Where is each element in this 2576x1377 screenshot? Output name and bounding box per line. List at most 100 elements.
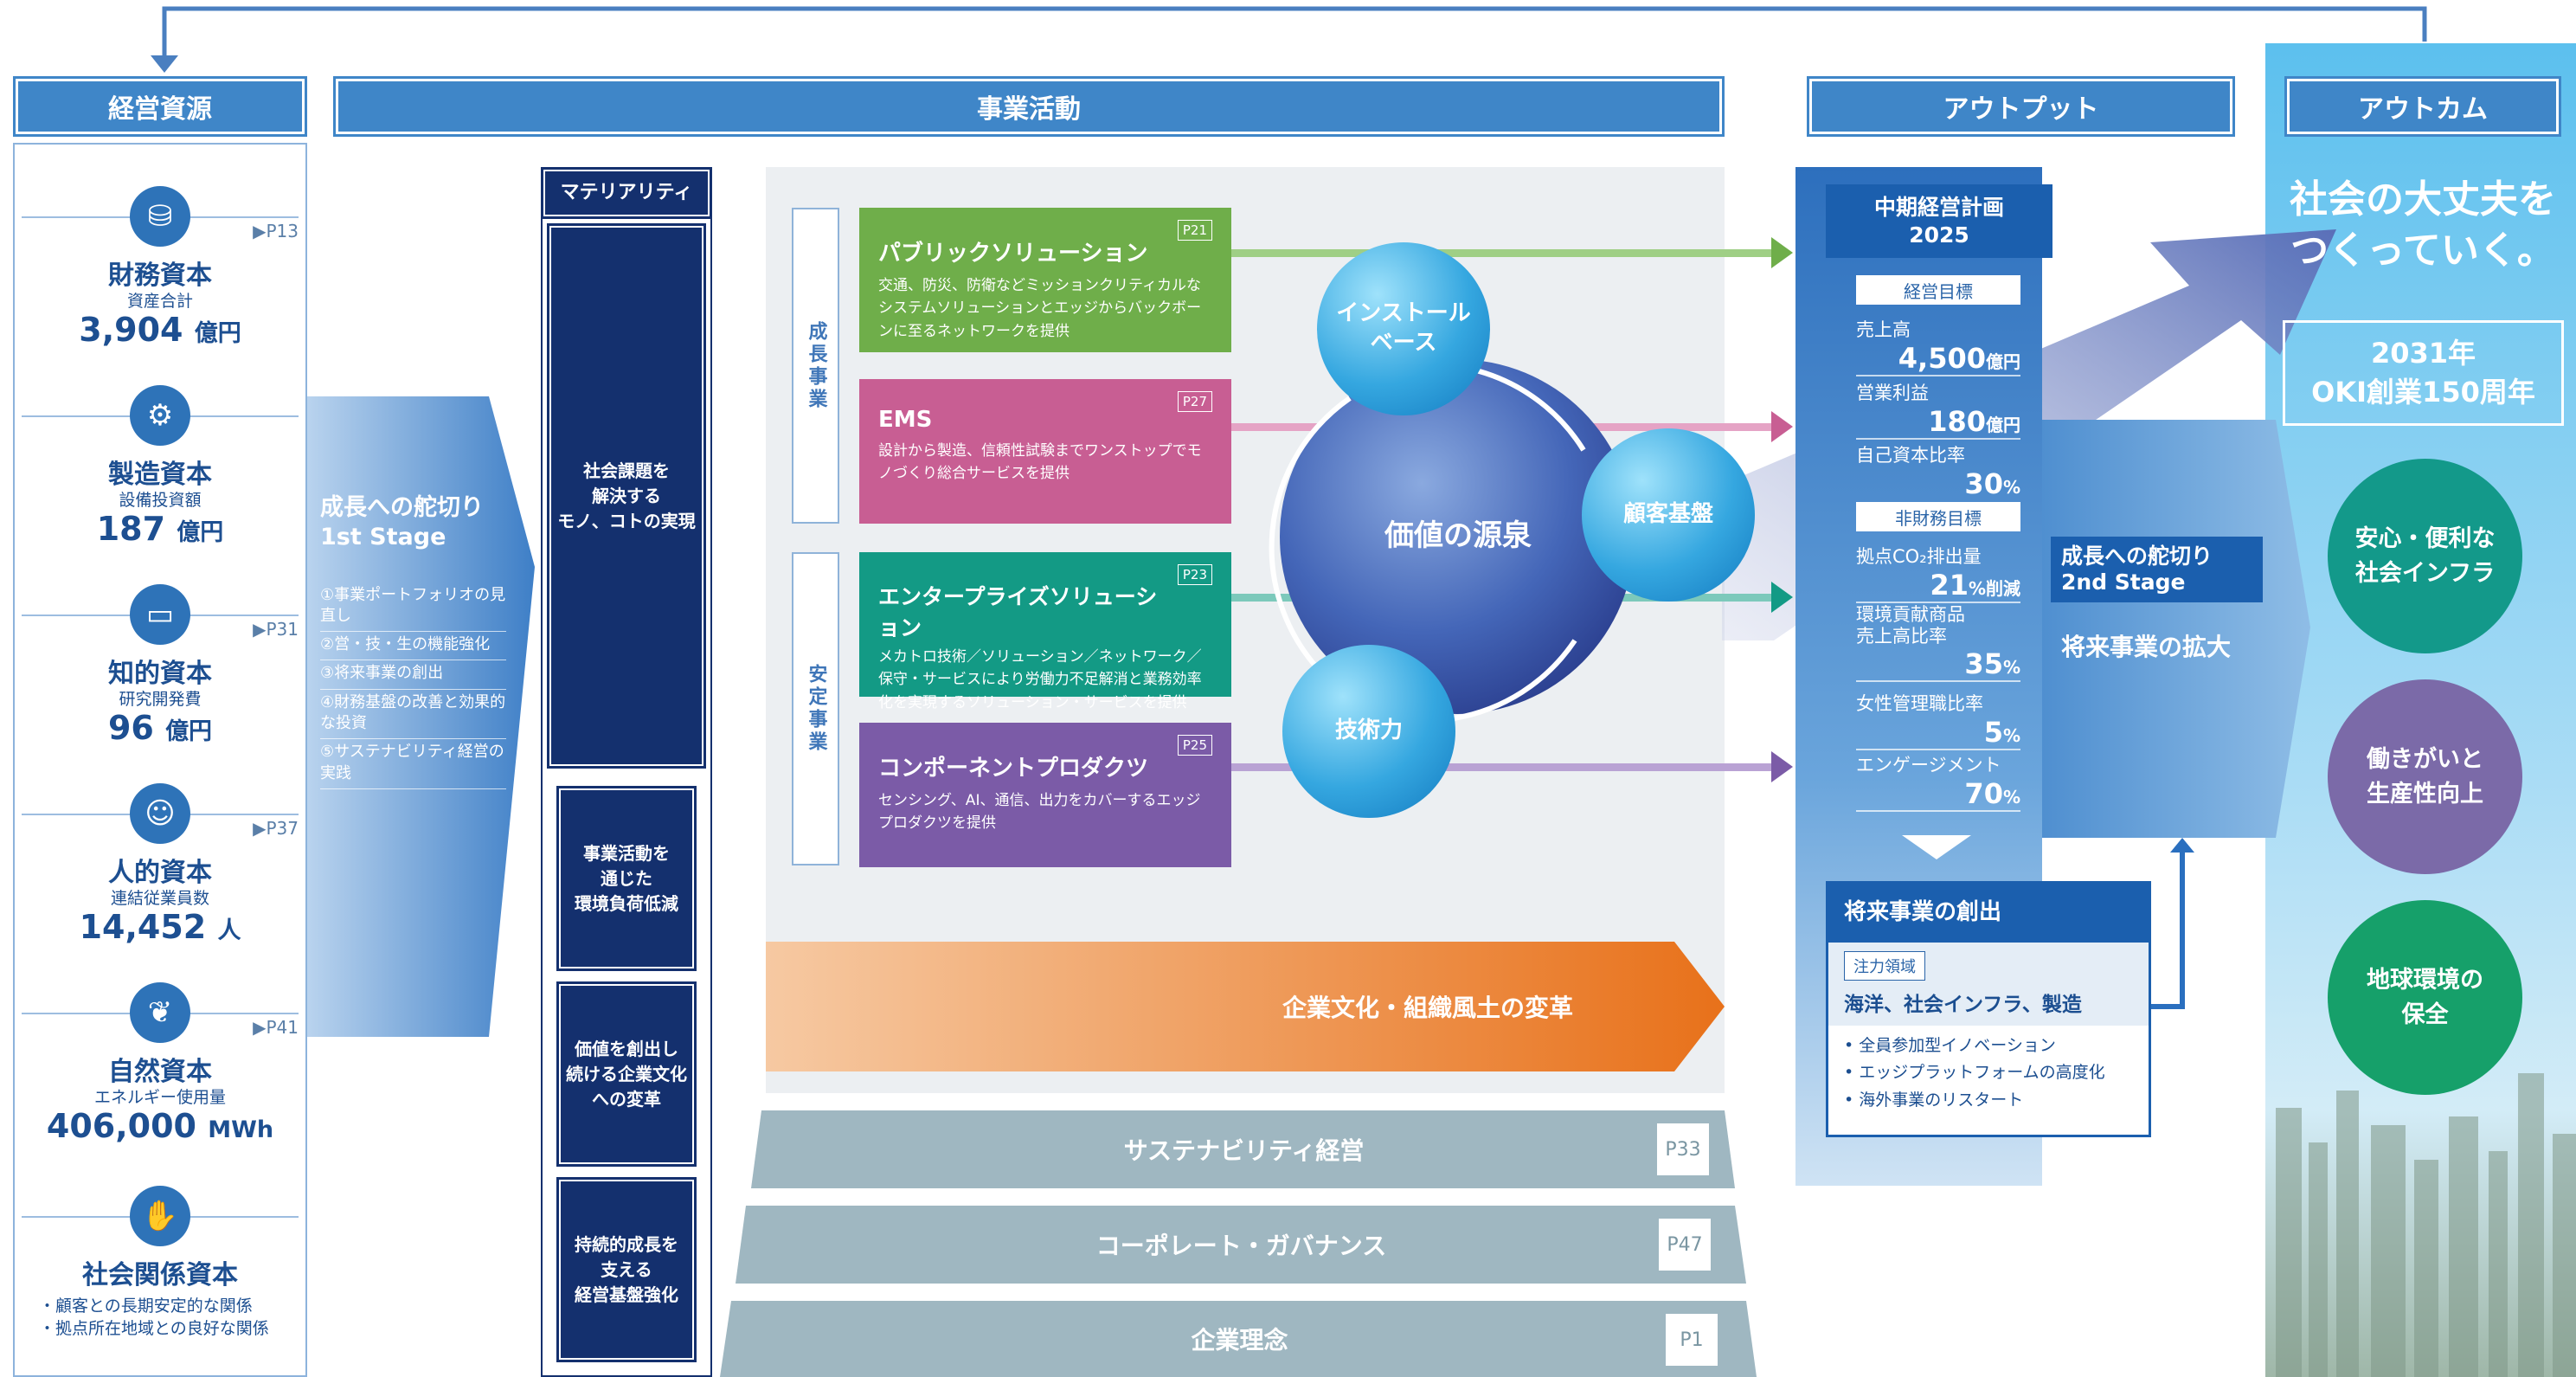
kpi-unit: % (2002, 477, 2020, 498)
business-desc: 設計から製造、信頼性試験までワンストップでモノづくり総合サービスを提供 (878, 442, 1202, 483)
business-card-component: コンポーネントプロダクツ P25 センシング、AI、通信、出力をカバーするエッジ… (859, 723, 1231, 867)
foundation-sustainability: サステナビリティ経営 P33 (761, 1110, 1726, 1188)
bubble-technology: 技術力 (1282, 645, 1455, 818)
page-ref[interactable]: P25 (1177, 735, 1212, 756)
outcome-anniversary: 2031年 OKI創業150周年 (2283, 320, 2564, 426)
kpi-number: 4,500 (1898, 342, 1986, 375)
kpi-label: 売上高 (1856, 319, 1911, 340)
kpi-value: 180億円 (1856, 405, 2020, 438)
resource-name: 人的資本 (108, 858, 212, 888)
page-ref[interactable]: ▶P37 (253, 818, 299, 839)
future-business-panel: 将来事業の創出 注力領域 海洋、社会インフラ、製造 • 全員参加型イノベーション… (1826, 881, 2151, 1137)
foundation-philosophy: 企業理念 P1 (731, 1301, 1748, 1377)
resource-metric-label: 資産合計 (126, 292, 193, 311)
foundation-label: コーポレート・ガバナンス (1095, 1232, 1387, 1260)
monitor-icon: ▭ (130, 584, 190, 645)
resource-unit: 億円 (177, 519, 224, 546)
page-ref[interactable]: ▶P41 (253, 1017, 299, 1038)
foundation-governance: コーポレート・ガバナンス P47 (746, 1206, 1737, 1284)
kpi-label: 環境貢献商品 売上高比率 (1856, 604, 1965, 647)
business-title: エンタープライズソリューション (878, 584, 1158, 640)
resource-value: 3,904 億円 (13, 311, 307, 349)
page-ref[interactable]: P1 (1666, 1314, 1718, 1366)
kpi-value: 4,500億円 (1856, 342, 2020, 375)
future-item: • 全員参加型イノベーション (1844, 1036, 2056, 1055)
separator-line (1856, 438, 2020, 440)
outcome-environment: 地球環境の 保全 (2328, 900, 2522, 1095)
second-stage-title-line2: 2nd Stage (2061, 569, 2186, 595)
kpi-number: 70 (1964, 777, 2003, 810)
kpi-eco-products: 環境貢献商品 売上高比率 35% (1856, 604, 2020, 683)
separator-line (1856, 680, 2020, 683)
first-stage: 成長への舵切り 1st Stage ①事業ポートフォリオの見直し ②営・技・生の… (320, 493, 506, 789)
handshake-icon: ✋ (130, 1186, 190, 1246)
second-stage: 成長への舵切り 2nd Stage 将来事業の拡大 (2051, 537, 2263, 663)
separator-line (1856, 749, 2020, 750)
page-ref[interactable]: P33 (1657, 1123, 1709, 1175)
kpi-unit: % (2002, 657, 2020, 679)
bubble-install-base: インストール ベース (1317, 242, 1490, 415)
first-stage-item: ⑤サステナビリティ経営の実践 (320, 739, 506, 789)
kpi-value: 5% (1856, 716, 2020, 749)
resource-metric-label: 連結従業員数 (110, 889, 209, 908)
kpi-value: 21%削減 (1856, 569, 2020, 602)
kpi-value: 70% (1856, 777, 2020, 810)
kpi-label: 営業利益 (1856, 383, 1929, 403)
social-capital-item: ・顧客との長期安定的な関係 (39, 1297, 253, 1316)
resource-metric-label: 研究開発費 (119, 690, 202, 709)
kpi-number: 180 (1928, 405, 1986, 438)
kpi-value: 35% (1856, 647, 2020, 680)
business-desc: メカトロ技術／ソリューション／ネットワーク／保守・サービスにより労働力不足解消と… (878, 648, 1202, 711)
kpi-number: 30 (1964, 467, 2003, 500)
header-activities: 事業活動 (333, 76, 1725, 137)
resource-metric-label: 設備投資額 (119, 491, 202, 510)
separator-line (1856, 602, 2020, 603)
page-ref[interactable]: ▶P13 (253, 221, 299, 241)
business-title: EMS (878, 407, 933, 433)
page-ref[interactable]: P27 (1177, 391, 1212, 412)
materiality-item-2: 事業活動を 通じた 環境負荷低減 (556, 786, 697, 971)
separator-line (1856, 810, 2020, 812)
culture-label: 企業文化・組織風土の変革 (1282, 994, 1573, 1022)
resource-number: 406,000 (46, 1107, 196, 1145)
leaf-icon: ❦ (130, 982, 190, 1043)
business-title: パブリックソリューション (878, 241, 1148, 267)
page-ref[interactable]: ▶P31 (253, 619, 299, 640)
kpi-unit: % (2002, 725, 2020, 746)
kpi-number: 21 (1930, 569, 1969, 602)
resource-value: 96 億円 (13, 709, 307, 747)
outcome-slogan: 社会の大丈夫を つくっていく。 (2290, 177, 2556, 273)
social-capital-item: ・拠点所在地域との良好な関係 (39, 1319, 269, 1338)
kpi-number: 5 (1983, 716, 2003, 749)
business-desc: センシング、AI、通信、出力をカバーするエッジプロダクツを提供 (878, 792, 1201, 833)
first-stage-title: 成長への舵切り 1st Stage (320, 493, 506, 552)
resource-name: 知的資本 (108, 659, 212, 689)
resource-number: 96 (107, 709, 154, 747)
business-title: コンポーネントプロダクツ (878, 756, 1149, 782)
page-ref[interactable]: P21 (1177, 220, 1212, 241)
kpi-operating-profit: 営業利益 180億円 (1856, 379, 2020, 440)
page-ref[interactable]: P23 (1177, 564, 1212, 585)
first-stage-item: ②営・技・生の機能強化 (320, 632, 506, 661)
kpi-value: 30% (1856, 467, 2020, 500)
social-capital-name: 社会関係資本 (82, 1260, 238, 1290)
resource-metric-label: エネルギー使用量 (93, 1088, 226, 1107)
second-stage-title-line1: 成長への舵切り (2061, 544, 2213, 569)
bubble-customer-base: 顧客基盤 (1582, 428, 1755, 602)
future-item: • 海外事業のリスタート (1844, 1090, 2024, 1110)
first-stage-item: ④財務基盤の改善と効果的な投資 (320, 690, 506, 740)
foundation-label: サステナビリティ経営 (1123, 1136, 1365, 1165)
header-outcome: アウトカム (2284, 76, 2561, 137)
kpi-unit: % (2002, 787, 2020, 808)
first-stage-item: ③将来事業の創出 (320, 660, 506, 690)
page-ref[interactable]: P47 (1659, 1219, 1711, 1271)
kpi-label: 自己資本比率 (1856, 445, 1965, 466)
focus-label: 注力領域 (1844, 951, 1925, 981)
resource-value: 406,000 MWh (13, 1107, 307, 1145)
people-icon: ☺ (130, 783, 190, 844)
plan-title: 中期経営計画 2025 (1826, 184, 2052, 258)
